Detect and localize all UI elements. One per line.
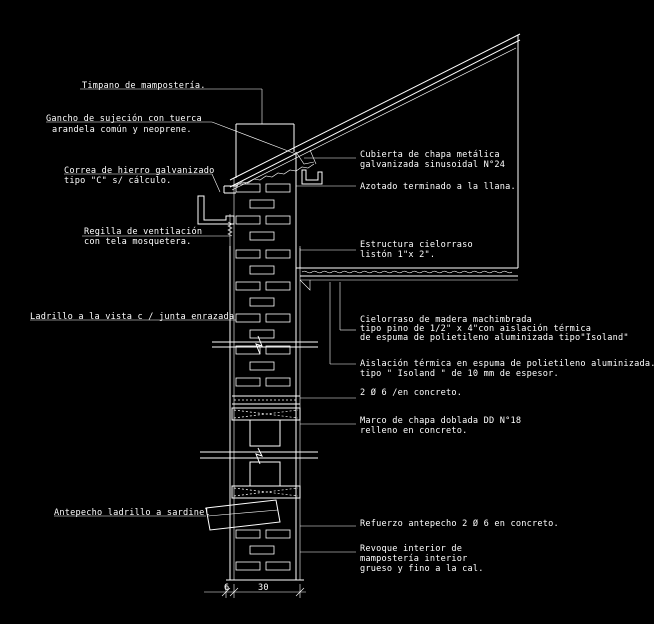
label-timpano: Timpano de mampostería. — [82, 81, 206, 91]
dimension-6: 6 — [224, 583, 229, 593]
brick-wall — [200, 152, 318, 581]
label-azotado: Azotado terminado a la llana. — [360, 182, 516, 192]
label-regilla-1: Regilla de ventilación — [84, 226, 202, 237]
label-revoque-2: mampostería interior — [360, 554, 467, 564]
gable-masonry — [235, 123, 295, 178]
roof-assembly — [223, 33, 521, 268]
label-gancho-2: arandela común y neoprene. — [52, 125, 192, 135]
break-line-upper — [212, 335, 318, 355]
label-estructura-2: listón 1"x 2". — [360, 249, 435, 260]
dimension-30: 30 — [258, 583, 269, 593]
c-purlin — [295, 149, 323, 185]
label-antepecho: Antepecho ladrillo a sardinel — [54, 508, 210, 518]
label-refuerzo: Refuerzo antepecho 2 Ø 6 en concreto. — [360, 518, 559, 529]
leaders-right — [296, 157, 356, 553]
sill-brick — [205, 499, 281, 531]
brick-courses-upper — [235, 183, 291, 387]
leaders-left — [30, 88, 297, 517]
label-correa-1: Correa de hierro galvanizado — [64, 166, 214, 176]
label-hormigon: 2 Ø 6 /en concreto. — [360, 387, 462, 398]
ceiling-assembly — [296, 248, 518, 291]
label-regilla-2: con tela mosquetera. — [84, 237, 191, 247]
label-estructura-1: Estructura cielorraso — [360, 240, 473, 250]
lintel-reinforcement — [232, 395, 300, 405]
window-frame-top — [231, 407, 301, 447]
label-revoque-3: grueso y fino a la cal. — [360, 564, 484, 574]
dimension-line — [204, 584, 306, 598]
label-aislacion-1: Aislación térmica en espuma de polietile… — [360, 358, 654, 369]
label-cielorraso-3: de espuma de polietileno aluminizada tip… — [360, 333, 629, 343]
label-cielorraso-1: Cielorraso de madera machimbrada — [360, 315, 532, 325]
label-aislacion-2: tipo " Isoland " de 10 mm de espesor. — [360, 369, 559, 379]
break-line-lower — [200, 447, 318, 465]
ventilation-grille — [197, 195, 235, 246]
window-frame-bottom — [231, 461, 301, 499]
brick-courses-lower — [235, 529, 291, 571]
label-cubierta-1: Cubierta de chapa metálica — [360, 150, 500, 160]
label-cielorraso-2: tipo pino de 1/2" x 4"con aislación térm… — [360, 323, 591, 334]
label-marco-2: relleno en concreto. — [360, 426, 467, 436]
label-ladrillo: Ladrillo a la vista c / junta enrazada — [30, 312, 234, 322]
label-marco-1: Marco de chapa doblada DD N°18 — [360, 416, 521, 426]
label-gancho-1: Gancho de sujeción con tuerca — [46, 113, 202, 124]
label-revoque-1: Revoque interior de — [360, 544, 462, 554]
label-correa-2: tipo "C" s/ cálculo. — [64, 176, 171, 186]
label-cubierta-2: galvanizada sinusoidal N°24 — [360, 160, 505, 170]
